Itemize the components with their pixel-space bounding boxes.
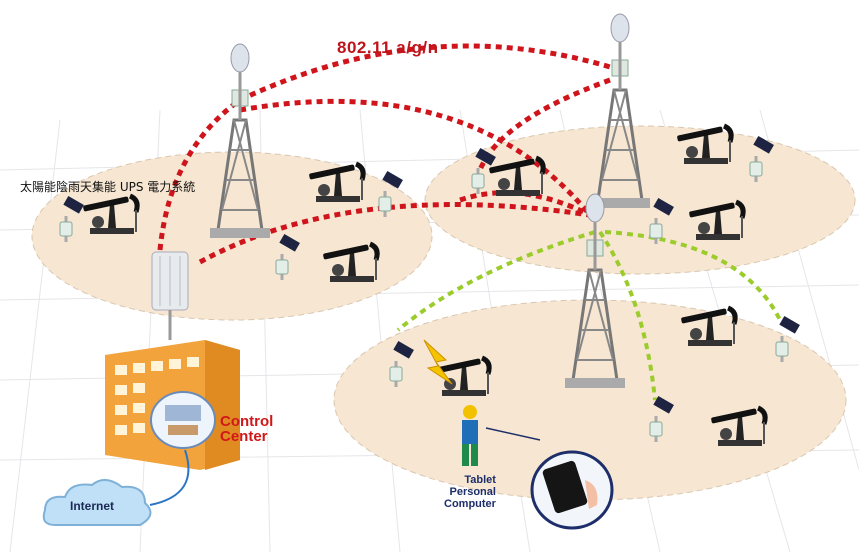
tablet-label-line3: Computer <box>444 498 496 510</box>
ups-system-label: 太陽能陰雨天集能 UPS 電力系統 <box>20 180 196 194</box>
wireless-links <box>157 43 621 265</box>
tablet-label-line1: Tablet <box>464 474 496 486</box>
worker-figure <box>462 405 541 466</box>
control-center-label-line2: Center <box>220 428 268 445</box>
field-links <box>396 230 782 401</box>
wireless-standard-label: 802.11 a/g/n <box>337 38 439 57</box>
tablet-label-line2: Personal <box>449 486 496 498</box>
control-center-building <box>105 340 240 470</box>
internet-label: Internet <box>70 499 115 513</box>
control-center-label: Control Center <box>220 414 273 444</box>
control-center-label-line1: Control <box>220 413 274 430</box>
tablet-callout <box>530 450 614 530</box>
lightning-icon <box>423 339 453 385</box>
base-station-antenna <box>151 251 189 340</box>
internet-cloud <box>42 479 152 526</box>
internet-connection-line <box>149 449 190 506</box>
tablet-label: Tablet Personal Computer <box>444 474 496 510</box>
